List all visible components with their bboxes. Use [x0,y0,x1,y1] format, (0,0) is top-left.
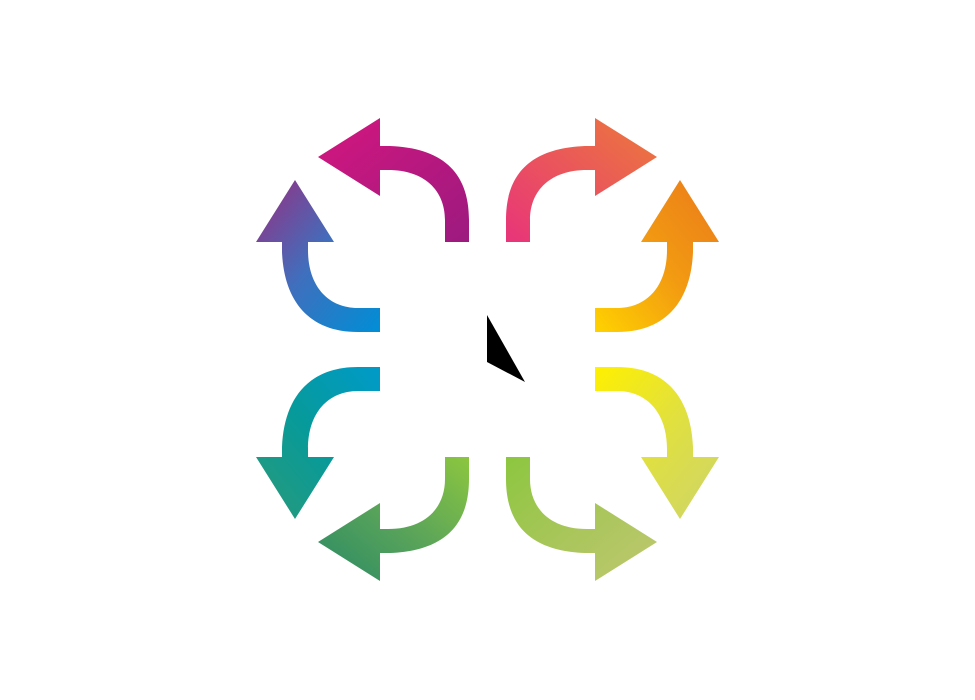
arrow-body [256,180,380,332]
arrow-left-top-pointing-up [256,180,380,332]
arrow-up-left-pointing-left [318,118,469,242]
arrow-body [595,180,719,332]
arrow-body [595,367,719,519]
arrow-body [318,118,469,242]
arrow-right-bottom-pointing-down [595,367,719,519]
arrow-body [506,118,657,242]
arrow-body [256,367,380,519]
arrow-down-right-pointing-right [506,457,657,581]
arrow-body [506,457,657,581]
arrow-up-right-pointing-right [506,118,657,242]
arrow-body [318,457,469,581]
arrow-left-bottom-pointing-down [256,367,380,519]
arrow-down-left-pointing-left [318,457,469,581]
arrow-right-top-pointing-up [595,180,719,332]
mouse-cursor-icon [487,315,525,382]
